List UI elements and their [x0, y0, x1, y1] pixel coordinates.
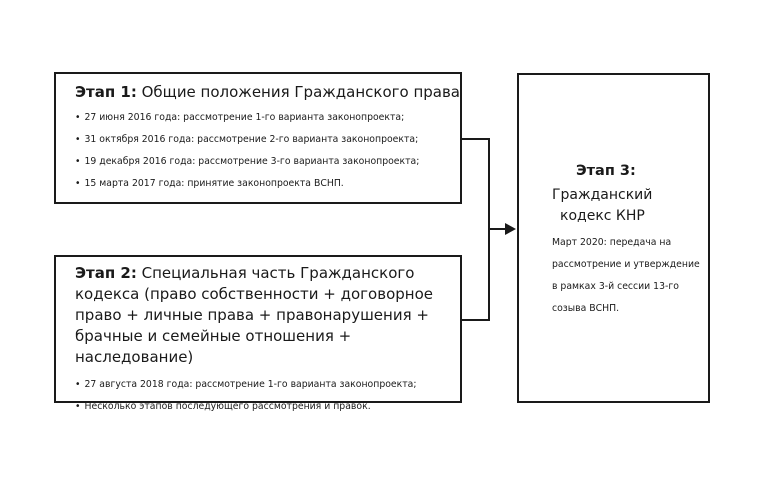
stage-1-label: Этап 1: [75, 83, 137, 101]
stage-2-item: 27 августа 2018 года: рассмотрение 1-го … [75, 374, 460, 396]
arrowhead [505, 223, 516, 235]
stage-2-label: Этап 2: [75, 264, 137, 282]
stage-1-title-text: Общие положения Гражданского права [136, 83, 461, 101]
stage-1-list: 27 июня 2016 года: рассмотрение 1-го вар… [75, 107, 460, 195]
stage-2-box: Этап 2: Специальная часть Гражданского к… [54, 255, 462, 412]
stage-1-box: Этап 1: Общие положения Гражданского пра… [54, 72, 462, 204]
stage-1-item: 19 декабря 2016 года: рассмотрение 3-го … [75, 151, 460, 173]
stage-1-item: 15 марта 2017 года: принятие законопроек… [75, 173, 460, 195]
stage-3-description: Март 2020: передача на рассмотрение и ут… [552, 237, 700, 314]
stage-2-list: 27 августа 2018 года: рассмотрение 1-го … [75, 374, 460, 418]
stage-1-item: 27 июня 2016 года: рассмотрение 1-го вар… [75, 107, 460, 129]
stage-2-title: Этап 2: Специальная часть Гражданского к… [75, 263, 460, 368]
stage-3-title-line-2: кодекс КНР [560, 208, 645, 224]
stage-3-label: Этап 3: [576, 163, 636, 179]
stage-3-title: Гражданский кодекс КНР [552, 185, 672, 227]
connector-line-from-stage-1 [462, 138, 490, 229]
connector-line-from-stage-2 [462, 229, 490, 321]
stage-1-item: 31 октября 2016 года: рассмотрение 2-го … [75, 129, 460, 151]
stage-3-box: Этап 3: Гражданский кодекс КНР Март 2020… [517, 73, 710, 403]
stage-2-title-text: Специальная часть Гражданского кодекса (… [75, 264, 433, 366]
stage-3-title-line-1: Гражданский [552, 187, 653, 203]
stage-2-item: Несколько этапов последующего рассмотрен… [75, 396, 460, 418]
stage-1-title: Этап 1: Общие положения Гражданского пра… [75, 82, 460, 103]
